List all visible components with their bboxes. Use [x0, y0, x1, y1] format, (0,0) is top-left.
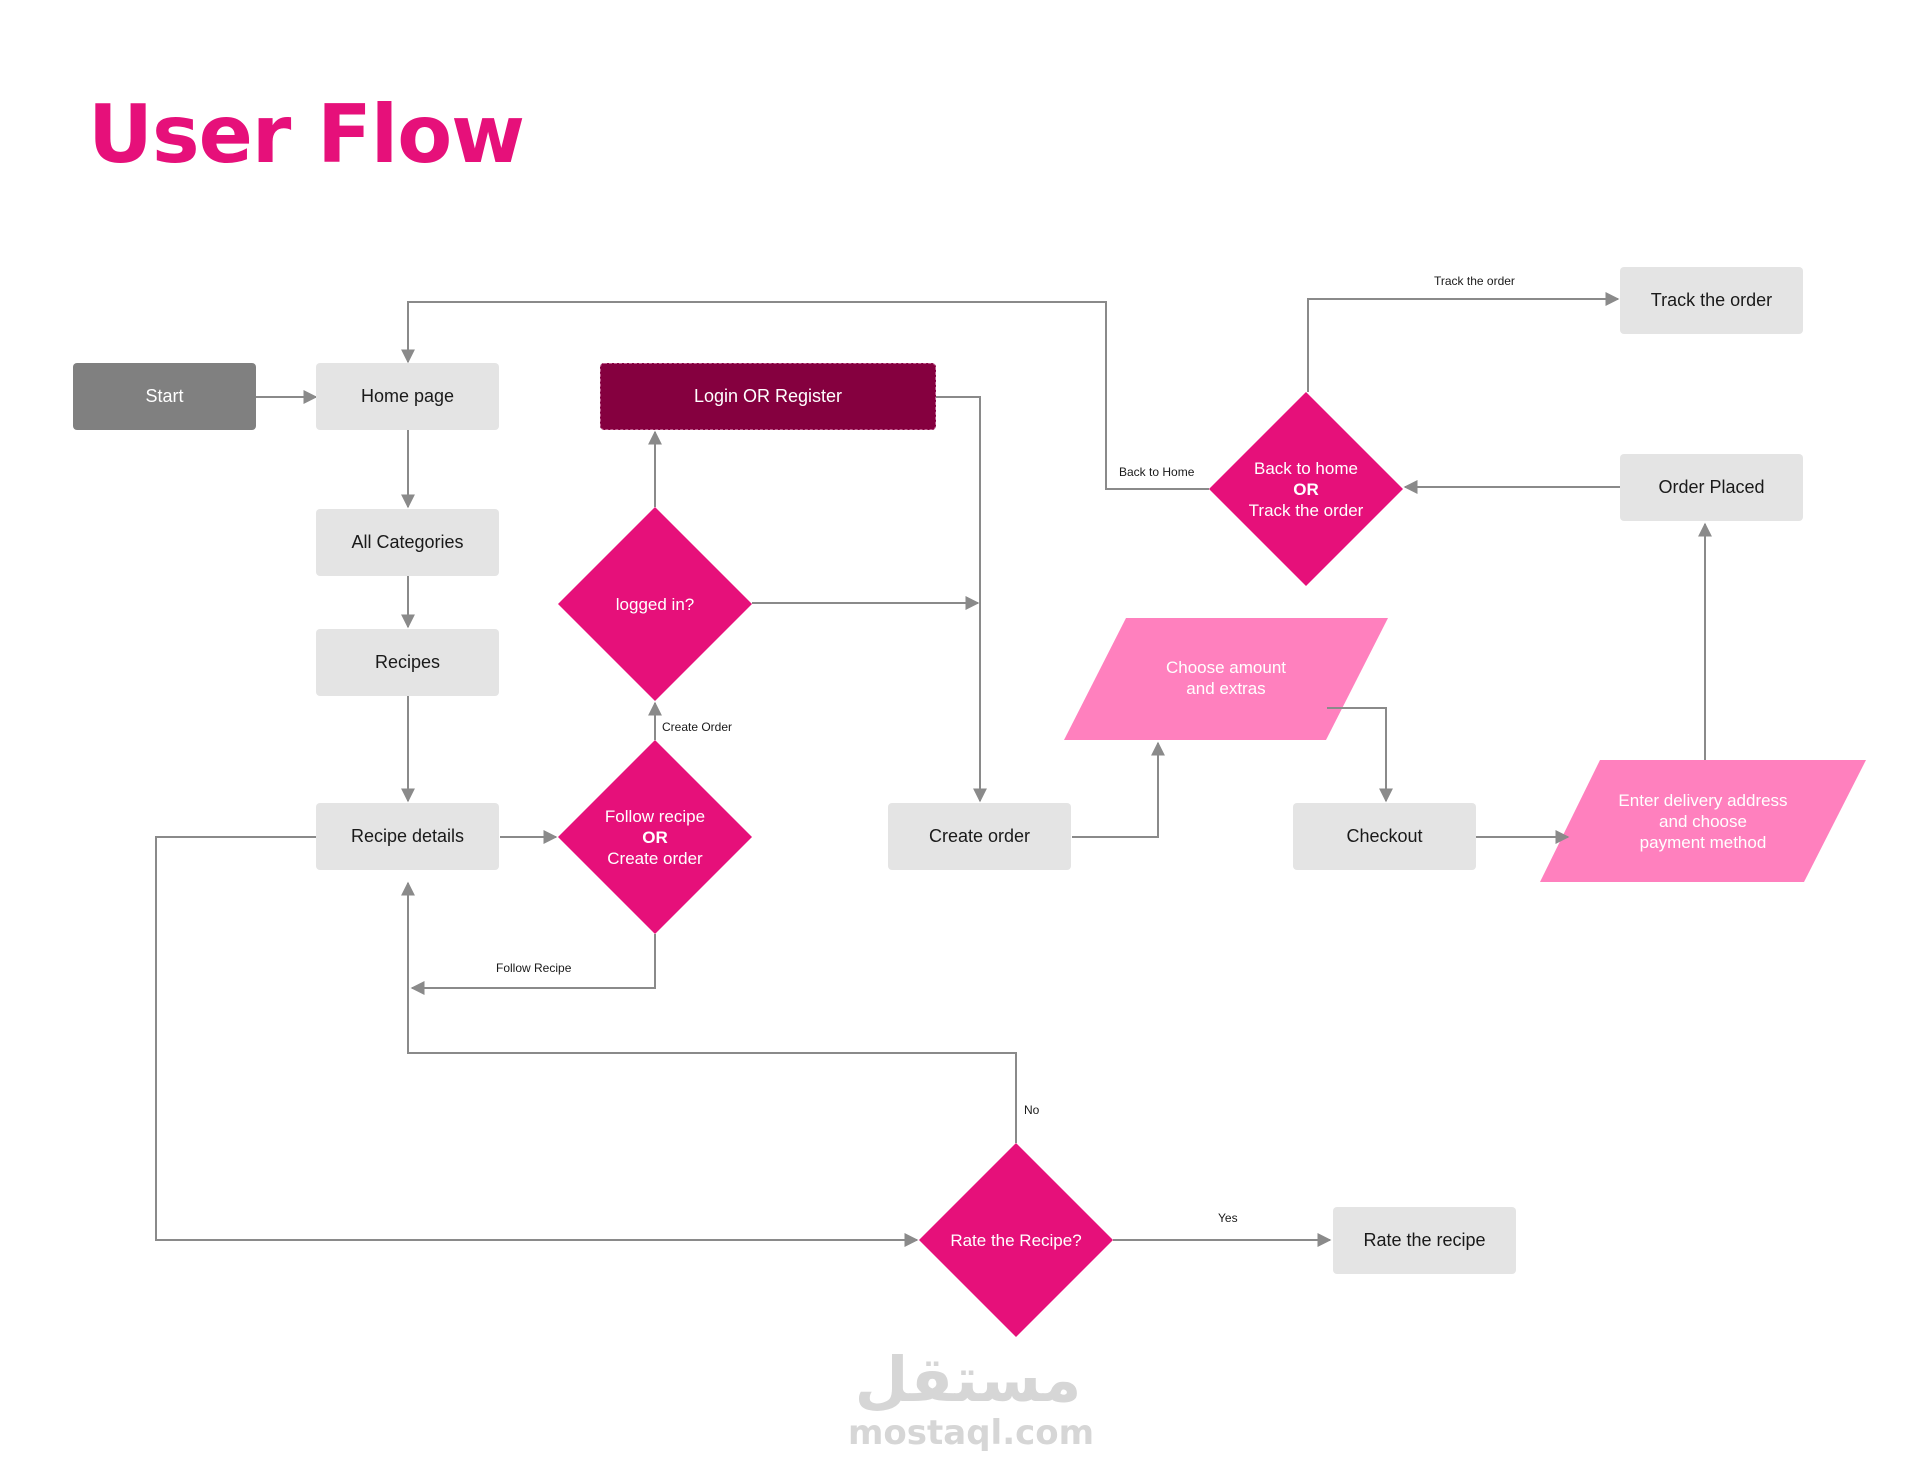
delivery-shape: [1540, 760, 1866, 882]
back-or-track-label: Back to home OR Track the order: [1226, 454, 1386, 524]
edge-backtrack-track: [1307, 292, 1620, 392]
follow-or-create-or: OR: [642, 827, 668, 847]
watermark-arabic: مستقل: [854, 1343, 1082, 1416]
delivery-label: Enter delivery address and choose paymen…: [1588, 786, 1818, 856]
edge-follow-details: [410, 934, 656, 995]
edge-label-track: Track the order: [1434, 274, 1515, 288]
follow-or-create-label: Follow recipe OR Create order: [575, 802, 735, 872]
back-or-track-line1: Back to home: [1254, 458, 1358, 478]
checkout-node[interactable]: Checkout: [1293, 803, 1476, 870]
edge-label-yes: Yes: [1218, 1211, 1238, 1225]
edge-choose-checkout: [1327, 707, 1393, 803]
edge-login-createorder: [936, 396, 987, 803]
choose-amount-label: Choose amount and extras: [1126, 653, 1326, 703]
logged-in-diamond: [558, 507, 752, 701]
start-node[interactable]: Start: [73, 363, 256, 430]
back-or-track-line2: Track the order: [1248, 500, 1364, 520]
login-register-node[interactable]: Login OR Register: [600, 363, 936, 430]
delivery-line3: payment method: [1639, 832, 1767, 852]
follow-or-create-line2: Create order: [607, 848, 703, 868]
delivery-line2: and choose: [1659, 811, 1747, 831]
follow-or-create-line1: Follow recipe: [604, 806, 706, 826]
edge-label-back-home: Back to Home: [1119, 465, 1195, 479]
rate-question-diamond: [919, 1143, 1113, 1337]
all-categories-node[interactable]: All Categories: [316, 509, 499, 576]
edge-label-follow-recipe: Follow Recipe: [496, 961, 572, 975]
create-order-node[interactable]: Create order: [888, 803, 1071, 870]
choose-amount-shape: [1064, 618, 1388, 740]
recipe-details-node[interactable]: Recipe details: [316, 803, 499, 870]
edge-details-rate: [155, 836, 919, 1247]
rate-question-label: Rate the Recipe?: [950, 1230, 1082, 1250]
edge-rate-no: [401, 881, 1017, 1143]
edge-label-create-order: Create Order: [662, 720, 733, 734]
home-page-node[interactable]: Home page: [316, 363, 499, 430]
watermark-logo: مستقل mostaql.com: [848, 1343, 1095, 1453]
choose-amount-line2: and extras: [1186, 679, 1266, 698]
follow-or-create-diamond: [558, 740, 752, 934]
track-order-node[interactable]: Track the order: [1620, 267, 1803, 334]
back-or-track-diamond: [1209, 392, 1403, 586]
logged-in-label: logged in?: [615, 594, 695, 614]
recipes-node[interactable]: Recipes: [316, 629, 499, 696]
edge-createorder-choose: [1072, 741, 1165, 838]
edge-backtrack-home: [401, 301, 1209, 490]
back-or-track-or: OR: [1293, 479, 1319, 499]
delivery-line1: Enter delivery address: [1618, 790, 1788, 810]
order-placed-node[interactable]: Order Placed: [1620, 454, 1803, 521]
edge-label-no: No: [1024, 1103, 1040, 1117]
choose-amount-line1: Choose amount: [1165, 658, 1287, 677]
watermark-latin: mostaql.com: [848, 1413, 1095, 1453]
rate-recipe-node[interactable]: Rate the recipe: [1333, 1207, 1516, 1274]
page-title: User Flow: [88, 88, 525, 181]
